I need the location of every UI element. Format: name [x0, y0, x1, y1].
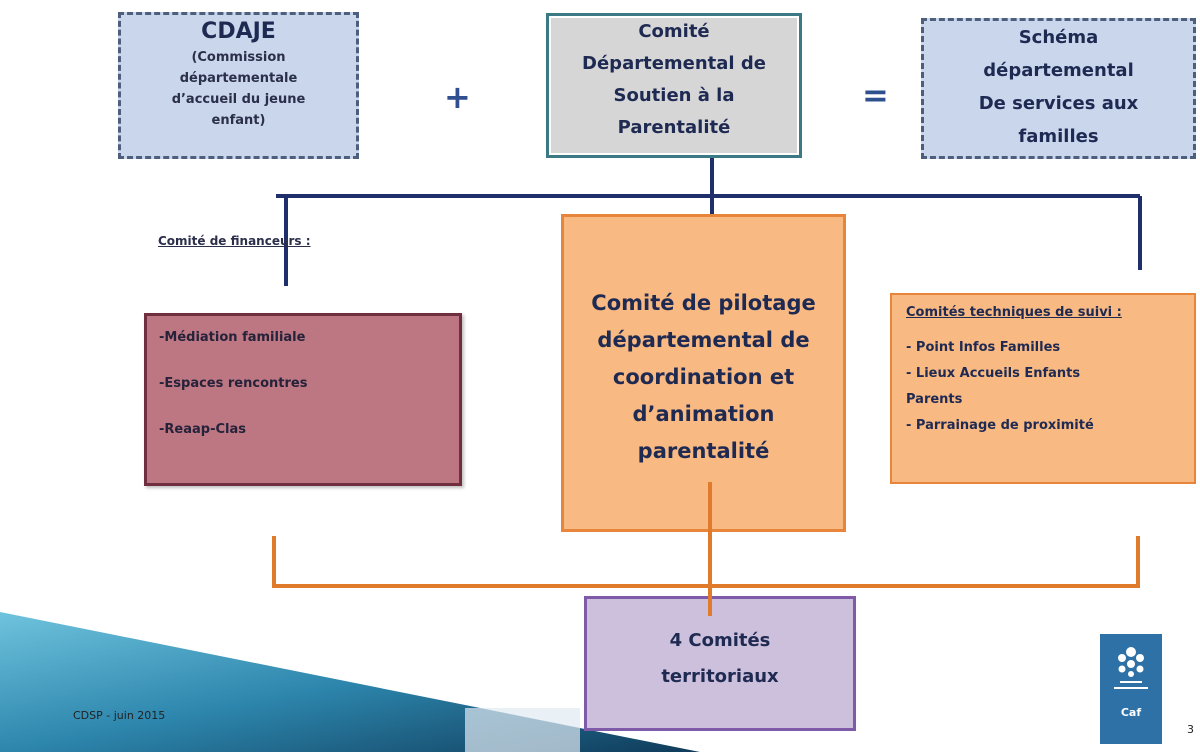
plus-operator: +	[444, 78, 471, 116]
schema-line: De services aux	[978, 93, 1139, 114]
techniques-item: Parents	[906, 392, 963, 407]
financeurs-item: -Reaap-Clas	[159, 422, 246, 437]
cdsp-box: Comité Départemental de Soutien à la Par…	[546, 13, 802, 158]
pilotage-line: départemental de	[597, 328, 810, 352]
cdsp-line: Départemental de	[582, 53, 766, 74]
pilotage-box: Comité de pilotage départemental de coor…	[561, 214, 846, 532]
pilotage-line: coordination et	[612, 365, 795, 389]
pilotage-line: parentalité	[637, 439, 770, 463]
financeurs-item: -Espaces rencontres	[159, 376, 308, 391]
cdsp-line: Comité	[638, 21, 710, 42]
pilotage-line: Comité de pilotage	[591, 291, 816, 315]
caf-logo: Caf	[1100, 634, 1162, 744]
techniques-title: Comités techniques de suivi :	[906, 305, 1122, 320]
cdaje-title: CDAJE	[201, 19, 276, 44]
cdsp-line: Parentalité	[617, 117, 731, 138]
financeurs-title: Comité de financeurs :	[158, 234, 311, 248]
footer-text: CDSP - juin 2015	[73, 709, 166, 722]
techniques-item: - Parrainage de proximité	[906, 418, 1094, 433]
schema-line: familles	[1018, 126, 1099, 147]
cdaje-box: CDAJE (Commission départementale d’accue…	[118, 12, 359, 159]
territoriaux-line: 4 Comités	[669, 630, 771, 651]
cdsp-line: Soutien à la	[613, 85, 735, 106]
cdaje-subtitle: (Commission départementale d’accueil du …	[171, 50, 306, 128]
territoriaux-line: territoriaux	[661, 666, 779, 687]
caf-emblem-icon	[1114, 647, 1148, 689]
equals-operator: =	[862, 76, 889, 114]
financeurs-item: -Médiation familiale	[159, 330, 306, 345]
caf-brand: Caf	[1120, 706, 1142, 719]
financeurs-box: -Médiation familiale -Espaces rencontres…	[144, 313, 462, 486]
pilotage-line: d’animation	[632, 402, 775, 426]
schema-box: Schéma départemental De services aux fam…	[921, 18, 1196, 159]
techniques-box: Comités techniques de suivi : - Point In…	[890, 293, 1196, 484]
page-number: 3	[1187, 723, 1194, 736]
territoriaux-box: 4 Comités territoriaux	[584, 596, 856, 731]
schema-line: départemental	[983, 60, 1134, 81]
techniques-item: - Point Infos Familles	[906, 340, 1061, 355]
schema-line: Schéma	[1018, 27, 1099, 48]
techniques-item: - Lieux Accueils Enfants	[906, 366, 1081, 381]
